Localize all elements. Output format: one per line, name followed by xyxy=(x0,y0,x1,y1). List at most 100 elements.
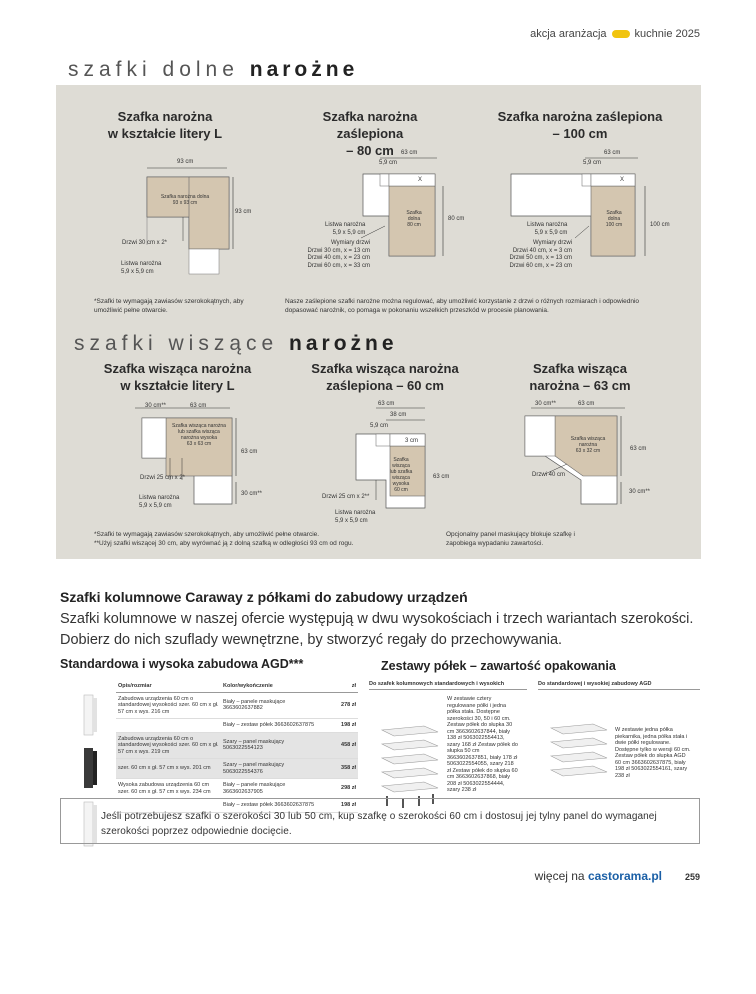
diagram-6-drawing xyxy=(524,407,625,505)
d5-top-label: 63 cm xyxy=(378,401,395,407)
shelves-heading: Zestawy półek – zawartość opakowania xyxy=(381,659,616,673)
d3-doors: Wymiary drzwi Drzwi 40 cm, x = 3 cm Drzw… xyxy=(506,240,572,270)
d3-corner-label: 5,9 cm xyxy=(583,160,602,166)
d3-inner-2: dolna xyxy=(607,216,621,222)
diagram-3-drawing xyxy=(510,157,646,257)
d2-inner-1: Szafka xyxy=(406,210,422,216)
table-cell-desc xyxy=(116,798,221,813)
section-title-hanging-light: szafki wiszące xyxy=(74,332,279,355)
diagram-2-title: Szafka narożna zaślepiona – 80 cm xyxy=(290,108,450,159)
d4-strip: Listwa narożna 5,9 x 5,9 cm xyxy=(139,495,179,510)
d3-inner-3: 100 cm xyxy=(605,222,623,228)
yellow-pill-icon xyxy=(611,30,630,38)
notes-hanging: *Szafki te wymagają zawiasów szerokokątn… xyxy=(94,530,394,548)
d5-inner: Szafka wisząca lub szafka wisząca wysoka… xyxy=(388,457,414,493)
section-title-hanging: szafki wiszące narożne xyxy=(74,332,398,356)
footer-site[interactable]: castorama.pl xyxy=(587,869,662,883)
d2-doors-title: Wymiary drzwi xyxy=(331,240,370,246)
d2-door-c: Drzwi 60 cm, x = 33 cm xyxy=(307,262,370,269)
d6-inner-1: Szafka wisząca xyxy=(570,436,606,442)
table-cell-price: 198 zł xyxy=(326,718,358,733)
shelves-agd-image xyxy=(549,723,608,777)
diagram-1-title-1: Szafka narożna xyxy=(117,109,213,124)
d3-doors-title: Wymiary drzwi xyxy=(533,240,572,246)
product-panels-images xyxy=(83,694,97,847)
page-number: 259 xyxy=(684,872,700,882)
table-header-price: zł xyxy=(326,681,358,693)
agd-table: Opis/rozmiar Kolor/wykończenie zł Zabudo… xyxy=(116,681,358,813)
footer-link[interactable]: więcej na castorama.pl xyxy=(535,869,662,883)
d1-depth-label: 93 cm xyxy=(235,209,252,215)
diagram-5-drawing xyxy=(355,407,426,509)
diagram-3-title: Szafka narożna zaślepiona – 100 cm xyxy=(495,108,665,142)
d3-strip-1: Listwa narożna xyxy=(527,222,568,228)
section-title-lower-light: szafki dolne xyxy=(68,58,239,81)
diagram-1-drawing xyxy=(146,167,234,275)
d3-inner: Szafka dolna 100 cm xyxy=(598,210,630,228)
d4-w1-label: 30 cm** xyxy=(145,403,167,409)
table-row: Biały – zestaw półek 3663602637875 198 z… xyxy=(116,718,358,733)
d6-door-label: Drzwi 40 cm xyxy=(532,472,566,478)
table-cell-desc: Zabudowa urządzenia 60 cm o standardowej… xyxy=(116,732,221,759)
diagram-2-title-2: – 80 cm xyxy=(346,143,394,158)
note-hanging-1: *Szafki te wymagają zawiasów szerokokątn… xyxy=(94,531,320,538)
diagram-5-title: Szafka wisząca narożna zaślepiona – 60 c… xyxy=(300,360,470,394)
d5-inner-6: 60 cm xyxy=(394,487,408,493)
diagram-2-drawing xyxy=(360,157,444,257)
d4-height-label: 63 cm xyxy=(241,449,258,455)
note-lower-right: Nasze zaślepione szafki narożne można re… xyxy=(285,298,640,314)
shelves-std-head: Do szafek kolumnowych standardowych i wy… xyxy=(369,681,527,690)
table-cell-color: Biały – panele maskujące 3663602637905 xyxy=(221,778,326,799)
section-title-lower-bold: narożne xyxy=(249,58,359,81)
d2-strip-1: Listwa narożna xyxy=(325,222,366,228)
d5-inner-1: Szafka xyxy=(393,457,409,463)
d2-top-label: 63 cm xyxy=(401,150,418,156)
diagram-6-title-1: Szafka wisząca xyxy=(533,361,627,376)
d2-height-label: 80 cm xyxy=(448,216,465,222)
d6-gap-label: 30 cm** xyxy=(629,489,651,495)
diagram-3-title-1: Szafka narożna zaślepiona xyxy=(497,109,663,124)
footer-prefix: więcej na xyxy=(534,869,585,883)
note-hanging-right: Opcjonalny panel maskujący blokuje szafk… xyxy=(446,531,575,547)
diagram-4-drawing xyxy=(135,407,237,505)
d5-inner-2: wisząca xyxy=(392,463,410,469)
table-cell-price: 278 zł xyxy=(326,692,358,719)
diagram-2-title-1: Szafka narożna zaślepiona xyxy=(322,109,418,141)
d5-inner-5: wysoka xyxy=(392,481,410,487)
d4-door-label: Drzwi 25 cm x 2* xyxy=(140,475,186,481)
d5-height-label: 63 cm xyxy=(433,474,450,480)
diagram-6-title-2: narożna – 63 cm xyxy=(529,378,631,393)
table-header-color: Kolor/wykończenie xyxy=(221,681,326,693)
campaign-subtitle: kuchnie 2025 xyxy=(634,28,700,40)
d2-doors: Wymiary drzwi Drzwi 30 cm, x = 13 cm Drz… xyxy=(306,240,370,270)
diagram-4-title-1: Szafka wisząca narożna xyxy=(103,361,252,376)
section-title-hanging-bold: narożne xyxy=(289,332,398,355)
d4-inner-2: lub szafka wisząca xyxy=(178,429,220,435)
d4-gap-label: 30 cm** xyxy=(241,491,263,497)
columns-lead: Szafki kolumnowe w naszej ofercie występ… xyxy=(60,611,694,648)
d1-width-label: 93 cm xyxy=(177,159,194,165)
d4-inner-4: 63 x 63 cm xyxy=(186,441,212,447)
table-cell-color: Biały – zestaw półek 3663602637875 xyxy=(221,798,326,813)
info-text: Jeśli potrzebujesz szafki o szerokości 3… xyxy=(101,811,657,837)
diagram-1-title: Szafka narożna w kształcie litery L xyxy=(90,108,240,142)
agd-heading: Standardowa i wysoka zabudowa AGD*** xyxy=(60,657,304,671)
table-row: Wysoka zabudowa urządzenia 60 cm szer. 6… xyxy=(116,778,358,799)
d4-w2-label: 63 cm xyxy=(190,403,207,409)
columns-heading: Szafki kolumnowe Caraway z półkami do za… xyxy=(60,589,468,605)
d6-inner-3: 63 x 32 cm xyxy=(575,448,601,454)
d3-door-a: Drzwi 40 cm, x = 3 cm xyxy=(512,247,572,254)
diagram-5-title-2: zaślepiona – 60 cm xyxy=(326,378,444,393)
d5-strip: Listwa narożna 5,9 x 5,9 cm xyxy=(335,510,375,525)
table-cell-price: 358 zł xyxy=(326,758,358,779)
table-cell-color: Szary – panel maskujący 5063022554376 xyxy=(221,758,326,779)
d2-strip-2: 5,9 x 5,9 cm xyxy=(332,229,366,236)
shelves-std-image xyxy=(380,725,439,808)
d3-door-c: Drzwi 60 cm, x = 23 cm xyxy=(509,262,572,269)
d5-inner-3: lub szafka xyxy=(389,469,413,475)
d6-w2-label: 63 cm xyxy=(578,401,595,407)
d2-inner-3: 80 cm xyxy=(407,222,421,228)
section-title-lower: szafki dolne narożne xyxy=(68,58,358,82)
d4-inner-1: Szafka wisząca narożna xyxy=(172,423,226,429)
d3-top-label: 63 cm xyxy=(604,150,621,156)
